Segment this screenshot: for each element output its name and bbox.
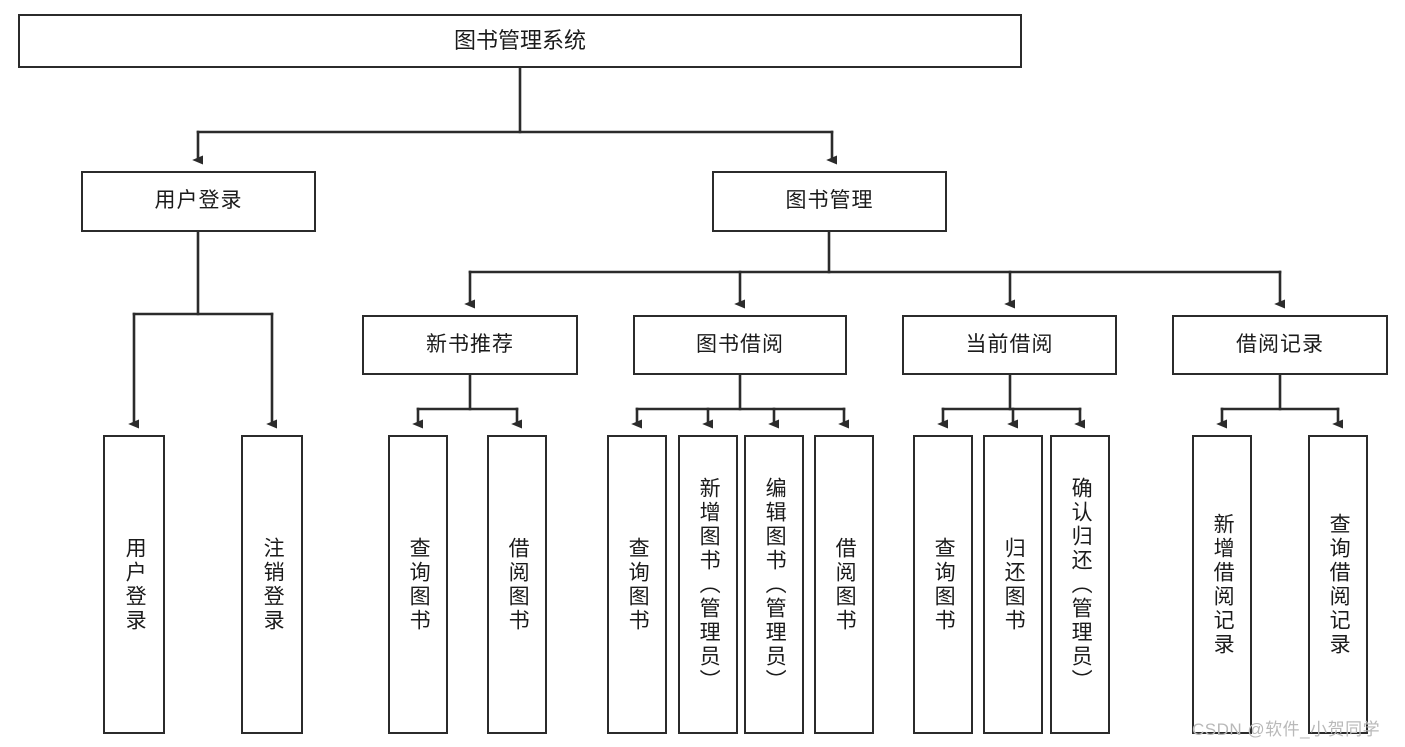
leaf-label: 用户登录 — [123, 536, 147, 633]
leaf-label: 查询图书 — [626, 536, 650, 633]
node-label: 借阅记录 — [1236, 332, 1324, 356]
node-borrow-record[interactable]: 借阅记录 — [1172, 315, 1388, 375]
leaf-label: 编辑图书（管理员） — [763, 476, 787, 693]
leaf-label: 新增借阅记录 — [1211, 512, 1235, 657]
node-label: 图书管理 — [785, 189, 874, 213]
node-book-borrow[interactable]: 图书借阅 — [633, 315, 847, 375]
leaf-add-book-admin[interactable]: 新增图书（管理员） — [678, 435, 738, 734]
leaf-label: 注销登录 — [261, 536, 285, 633]
leaf-query-book-recommend[interactable]: 查询图书 — [388, 435, 448, 734]
node-label: 新书推荐 — [426, 332, 514, 356]
node-label: 当前借阅 — [965, 332, 1054, 356]
leaf-logout[interactable]: 注销登录 — [241, 435, 303, 734]
leaf-add-borrow-record[interactable]: 新增借阅记录 — [1192, 435, 1252, 734]
leaf-query-book-borrow[interactable]: 查询图书 — [607, 435, 667, 734]
leaf-return-book[interactable]: 归还图书 — [983, 435, 1043, 734]
leaf-label: 查询图书 — [932, 536, 956, 633]
node-new-book-recommend[interactable]: 新书推荐 — [362, 315, 578, 375]
leaf-label: 查询借阅记录 — [1327, 512, 1351, 657]
leaf-borrow-book-recommend[interactable]: 借阅图书 — [487, 435, 547, 734]
leaf-borrow-book[interactable]: 借阅图书 — [814, 435, 874, 734]
leaf-query-borrow-record[interactable]: 查询借阅记录 — [1308, 435, 1368, 734]
leaf-label: 归还图书 — [1002, 536, 1026, 633]
node-label: 用户登录 — [154, 189, 243, 213]
node-current-borrow[interactable]: 当前借阅 — [902, 315, 1117, 375]
node-user-login[interactable]: 用户登录 — [81, 171, 316, 232]
leaf-edit-book-admin[interactable]: 编辑图书（管理员） — [744, 435, 804, 734]
leaf-label: 新增图书（管理员） — [697, 476, 721, 693]
leaf-label: 查询图书 — [407, 536, 431, 633]
leaf-user-login[interactable]: 用户登录 — [103, 435, 165, 734]
leaf-label: 借阅图书 — [833, 536, 857, 633]
node-root[interactable]: 图书管理系统 — [18, 14, 1022, 68]
node-root-label: 图书管理系统 — [453, 28, 586, 54]
leaf-confirm-return-admin[interactable]: 确认归还（管理员） — [1050, 435, 1110, 734]
leaf-label: 借阅图书 — [506, 536, 530, 633]
node-label: 图书借阅 — [696, 332, 784, 356]
node-book-management[interactable]: 图书管理 — [712, 171, 947, 232]
leaf-query-book-current[interactable]: 查询图书 — [913, 435, 973, 734]
watermark: CSDN @软件_小贺同学 — [1192, 720, 1381, 739]
leaf-label: 确认归还（管理员） — [1069, 476, 1093, 693]
